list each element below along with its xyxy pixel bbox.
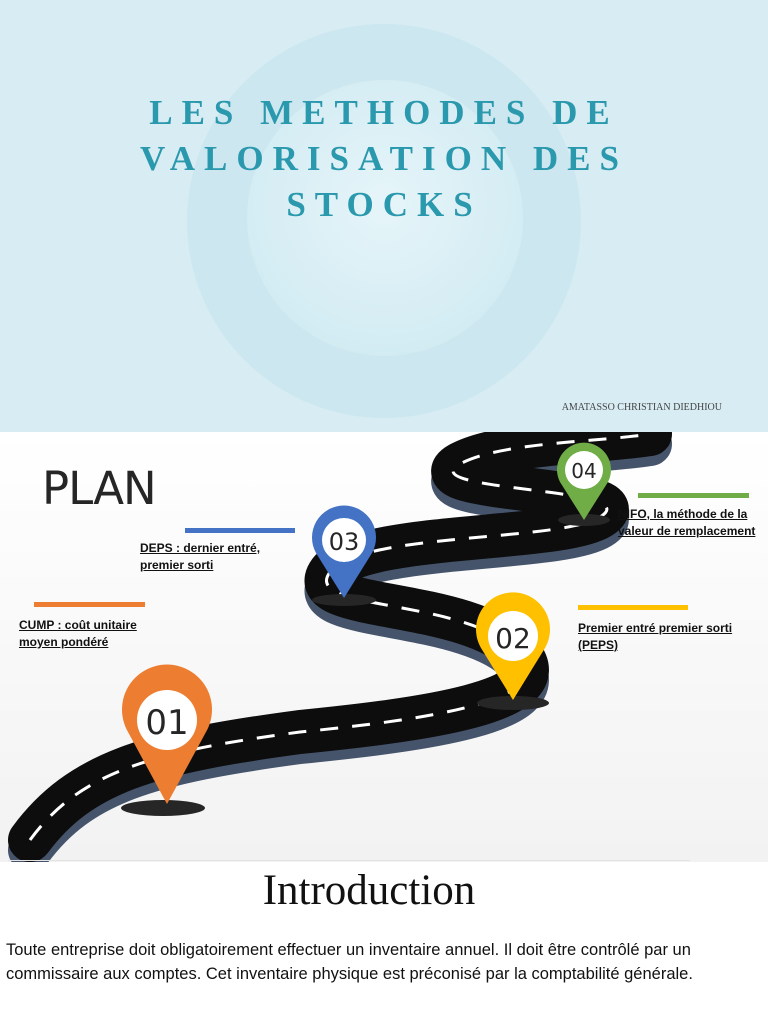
plan-item-02-label: Premier entré premier sorti (PEPS)	[578, 621, 733, 652]
pin-shadow	[477, 696, 549, 710]
plan-heading: PLAN	[42, 462, 157, 515]
map-pin-icon-01: 01	[122, 664, 212, 804]
pin-04-number: 04	[571, 459, 596, 483]
pin-03-number: 03	[329, 528, 360, 556]
accent-bar-01	[34, 602, 145, 607]
intro-slide: Introduction Toute entreprise doit oblig…	[0, 862, 768, 1024]
map-pin-icon-03: 03	[312, 505, 376, 598]
title-line-2: VALORISATION DES	[140, 139, 628, 178]
author-name: AMATASSO CHRISTIAN DIEDHIOU	[561, 402, 722, 413]
pin-shadow	[121, 800, 205, 816]
plan-item-04-label: NIFO, la méthode de la valeur de remplac…	[618, 507, 756, 538]
accent-bar-03	[185, 528, 295, 533]
plan-item-01-label: CUMP : coût unitaire moyen pondéré	[19, 618, 137, 649]
pin-shadow	[312, 594, 376, 606]
slide-divider	[8, 860, 690, 861]
title-slide: LES METHODES DE VALORISATION DES STOCKS …	[0, 0, 768, 432]
title-line-3: STOCKS	[286, 185, 482, 224]
plan-item-03-label: DEPS : dernier entré, premier sorti	[140, 541, 261, 572]
intro-paragraph: Toute entreprise doit obligatoirement ef…	[6, 941, 693, 983]
accent-bar-04	[638, 493, 749, 498]
title-line-1: LES METHODES DE	[149, 93, 619, 132]
winding-road-icon: 01 02 03 04	[8, 432, 672, 865]
map-pin-icon-04: 04	[557, 442, 611, 520]
accent-bar-02	[578, 605, 688, 610]
plan-slide: 01 02 03 04 PLAN DEPS : dernier entré, p…	[0, 432, 768, 865]
pin-01-number: 01	[145, 703, 188, 743]
road-center-line	[28, 432, 651, 841]
pin-02-number: 02	[495, 622, 531, 655]
slide-title: LES METHODES DE VALORISATION DES STOCKS	[84, 90, 684, 228]
background-halo-inner	[247, 80, 523, 356]
map-pin-icon-02: 02	[475, 592, 550, 700]
intro-heading: Introduction	[262, 867, 476, 914]
